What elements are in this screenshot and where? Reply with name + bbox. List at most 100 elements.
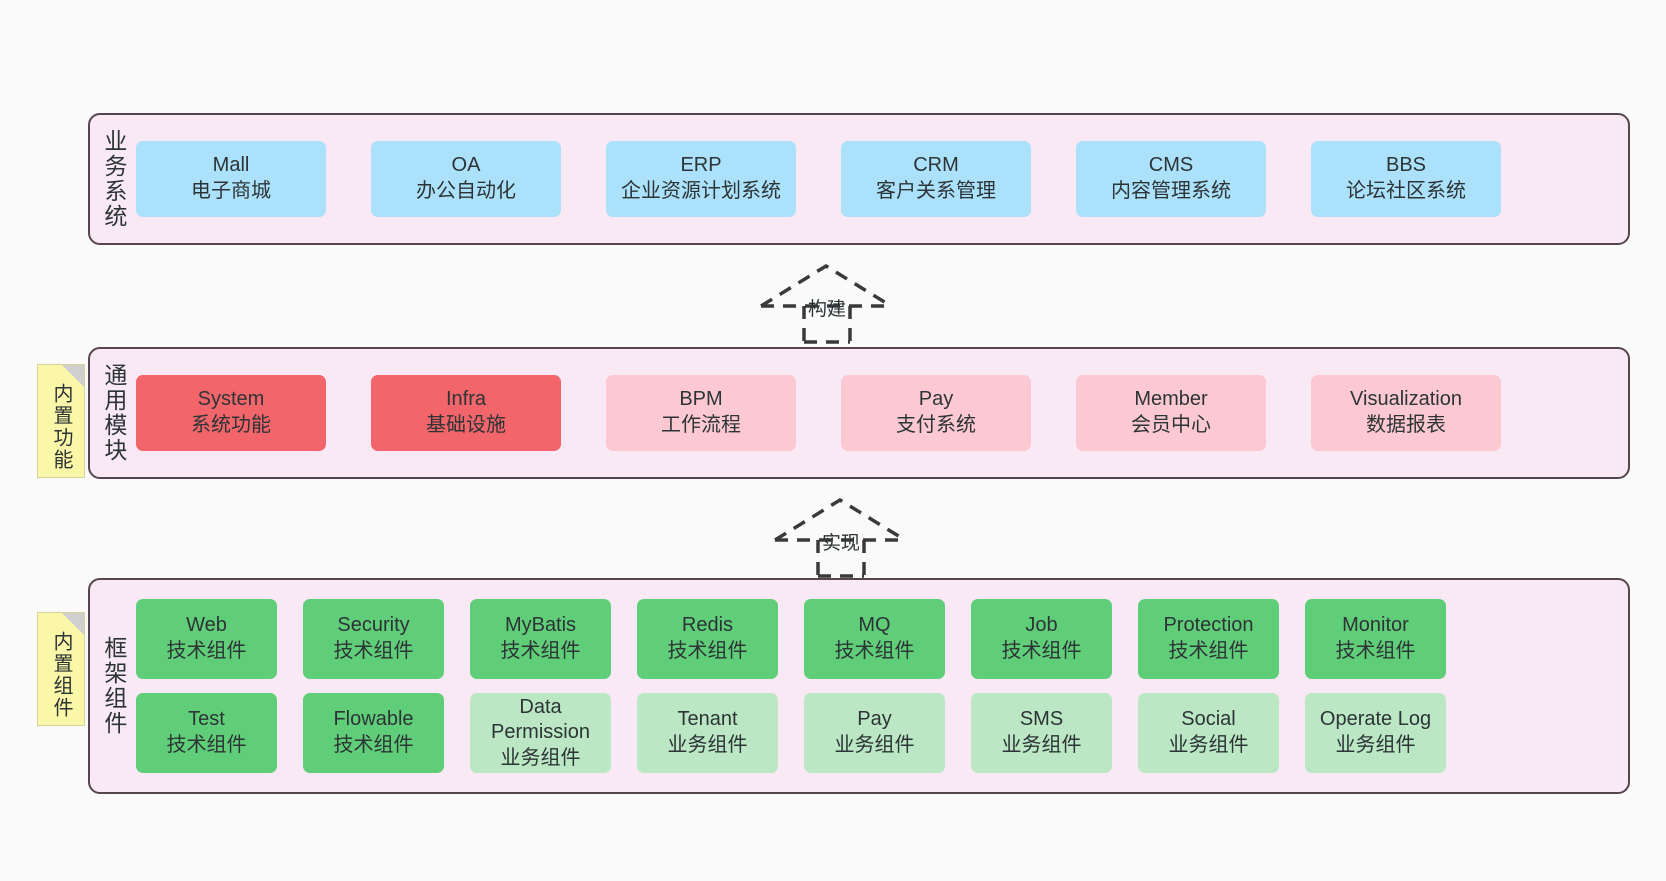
connector-build-label: 构建 xyxy=(808,299,847,320)
node-subtitle: 业务组件 xyxy=(1001,734,1082,756)
node-title: MyBatis xyxy=(504,614,577,637)
node-row: Test 技术组件 Flowable 技术组件 Data Permission … xyxy=(136,693,1614,773)
layer-body-framework: Web 技术组件 Security 技术组件 MyBatis 技术组件 Redi… xyxy=(136,580,1628,792)
connector-implement-shape xyxy=(774,497,906,578)
note-label: 内置组件 xyxy=(50,631,72,719)
note-fold-corner xyxy=(62,365,84,387)
node-subtitle: 办公自动化 xyxy=(416,180,516,202)
connector-implement: 实现 xyxy=(770,492,920,578)
node-subtitle: 业务组件 xyxy=(834,734,915,756)
node-title: Job xyxy=(1025,614,1058,637)
note-fold-corner xyxy=(62,613,84,635)
node-protection[interactable]: Protection 技术组件 xyxy=(1138,599,1279,679)
node-title: Social xyxy=(1181,708,1236,731)
node-subtitle: 技术组件 xyxy=(1001,640,1082,662)
node-subtitle: 内容管理系统 xyxy=(1111,180,1231,202)
node-subtitle: 业务组件 xyxy=(1335,734,1416,756)
node-title: Redis xyxy=(681,614,734,637)
node-subtitle: 基础设施 xyxy=(426,414,506,436)
node-social[interactable]: Social 业务组件 xyxy=(1138,693,1279,773)
node-subtitle: 业务组件 xyxy=(667,734,748,756)
node-subtitle: 企业资源计划系统 xyxy=(621,180,781,202)
node-pay-module[interactable]: Pay 支付系统 xyxy=(841,375,1031,451)
node-title: MQ xyxy=(858,614,891,637)
node-visualization[interactable]: Visualization 数据报表 xyxy=(1311,375,1501,451)
node-subtitle: 数据报表 xyxy=(1366,414,1446,436)
node-mall[interactable]: Mall 电子商城 xyxy=(136,141,326,217)
node-title: ERP xyxy=(680,154,722,177)
node-subtitle: 业务组件 xyxy=(1168,734,1249,756)
node-title: Mall xyxy=(212,154,250,177)
note-label: 内置功能 xyxy=(50,383,72,471)
node-title: System xyxy=(197,388,265,411)
note-builtin-features: 内置功能 xyxy=(37,364,85,478)
node-title: BPM xyxy=(679,388,723,411)
node-bpm[interactable]: BPM 工作流程 xyxy=(606,375,796,451)
node-title: BBS xyxy=(1385,154,1427,177)
node-subtitle: 论坛社区系统 xyxy=(1346,180,1466,202)
node-title: SMS xyxy=(1019,708,1064,731)
node-subtitle: 技术组件 xyxy=(500,640,581,662)
node-operate-log[interactable]: Operate Log 业务组件 xyxy=(1305,693,1446,773)
node-sms[interactable]: SMS 业务组件 xyxy=(971,693,1112,773)
node-subtitle: 支付系统 xyxy=(896,414,976,436)
node-web[interactable]: Web 技术组件 xyxy=(136,599,277,679)
node-subtitle: 技术组件 xyxy=(333,640,414,662)
node-crm[interactable]: CRM 客户关系管理 xyxy=(841,141,1031,217)
node-subtitle: 会员中心 xyxy=(1131,414,1211,436)
node-title: Monitor xyxy=(1342,614,1409,637)
layer-body-modules: System 系统功能 Infra 基础设施 BPM 工作流程 Pay 支付系统… xyxy=(136,349,1628,477)
node-mybatis[interactable]: MyBatis 技术组件 xyxy=(470,599,611,679)
node-subtitle: 技术组件 xyxy=(333,734,414,756)
node-subtitle: 技术组件 xyxy=(1168,640,1249,662)
node-row: System 系统功能 Infra 基础设施 BPM 工作流程 Pay 支付系统… xyxy=(136,375,1614,451)
layer-framework-components: 框架组件 Web 技术组件 Security 技术组件 MyBatis 技术组件… xyxy=(88,578,1630,794)
node-title: Tenant xyxy=(677,708,738,731)
node-title: Test xyxy=(188,708,225,731)
node-security[interactable]: Security 技术组件 xyxy=(303,599,444,679)
node-subtitle: 技术组件 xyxy=(834,640,915,662)
layer-title-framework: 框架组件 xyxy=(100,636,127,736)
node-member[interactable]: Member 会员中心 xyxy=(1076,375,1266,451)
node-subtitle: 工作流程 xyxy=(661,414,741,436)
node-title: OA xyxy=(451,154,481,177)
node-tenant[interactable]: Tenant 业务组件 xyxy=(637,693,778,773)
node-job[interactable]: Job 技术组件 xyxy=(971,599,1112,679)
node-monitor[interactable]: Monitor 技术组件 xyxy=(1305,599,1446,679)
node-title: Visualization xyxy=(1350,388,1462,411)
node-title: Data Permission xyxy=(491,695,590,744)
node-title: Flowable xyxy=(333,708,414,731)
layer-body-business: Mall 电子商城 OA 办公自动化 ERP 企业资源计划系统 CRM 客户关系… xyxy=(136,115,1628,243)
node-row: Mall 电子商城 OA 办公自动化 ERP 企业资源计划系统 CRM 客户关系… xyxy=(136,141,1614,217)
node-subtitle: 技术组件 xyxy=(1335,640,1416,662)
layer-business-system: 业务系统 Mall 电子商城 OA 办公自动化 ERP 企业资源计划系统 CRM xyxy=(88,113,1630,245)
node-flowable[interactable]: Flowable 技术组件 xyxy=(303,693,444,773)
node-title: Protection xyxy=(1163,614,1254,637)
node-bbs[interactable]: BBS 论坛社区系统 xyxy=(1311,141,1501,217)
node-infra[interactable]: Infra 基础设施 xyxy=(371,375,561,451)
connector-build: 构建 xyxy=(756,258,906,344)
node-data-permission[interactable]: Data Permission 业务组件 xyxy=(470,693,611,773)
node-subtitle: 技术组件 xyxy=(166,734,247,756)
node-mq[interactable]: MQ 技术组件 xyxy=(804,599,945,679)
layer-title-business: 业务系统 xyxy=(100,129,127,229)
node-system[interactable]: System 系统功能 xyxy=(136,375,326,451)
node-redis[interactable]: Redis 技术组件 xyxy=(637,599,778,679)
node-subtitle: 客户关系管理 xyxy=(876,180,996,202)
node-title: Member xyxy=(1134,388,1208,411)
connector-implement-label: 实现 xyxy=(822,533,861,554)
node-title: Operate Log xyxy=(1319,708,1432,731)
node-title: Pay xyxy=(857,708,892,731)
layer-title-modules: 通用模块 xyxy=(100,363,127,463)
node-oa[interactable]: OA 办公自动化 xyxy=(371,141,561,217)
node-pay-component[interactable]: Pay 业务组件 xyxy=(804,693,945,773)
node-cms[interactable]: CMS 内容管理系统 xyxy=(1076,141,1266,217)
node-test[interactable]: Test 技术组件 xyxy=(136,693,277,773)
node-erp[interactable]: ERP 企业资源计划系统 xyxy=(606,141,796,217)
node-title: Pay xyxy=(918,388,954,411)
node-title: Web xyxy=(186,614,227,637)
connector-build-shape xyxy=(760,263,892,344)
layer-common-modules: 通用模块 System 系统功能 Infra 基础设施 BPM 工作流程 Pay xyxy=(88,347,1630,479)
node-title: Security xyxy=(337,614,410,637)
